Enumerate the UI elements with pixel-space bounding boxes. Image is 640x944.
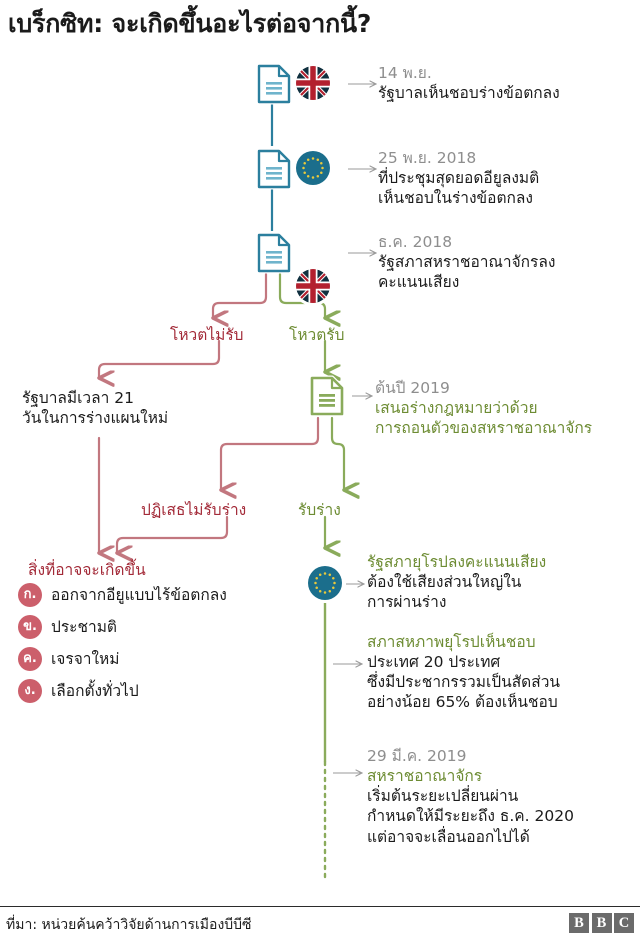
option-badge-kho2: ค. — [18, 646, 42, 671]
timeline-node-1-date: 14 พ.ย. — [378, 64, 432, 82]
left-branch-note-line-1: รัฐบาลมีเวลา 21 — [22, 389, 134, 407]
option-label-kho2: เจรจาใหม่ — [51, 650, 120, 668]
timeline-node-3-line-2: คะแนนเสียง — [378, 273, 460, 292]
list-item[interactable]: ข. ประชามติ — [18, 614, 227, 639]
timeline-node-1-document-icon — [255, 63, 293, 109]
eu-vote-line-1: ต้องใช้เสียงส่วนใหญ่ใน — [367, 573, 522, 592]
timeline-node-2-document-icon — [255, 148, 293, 194]
timeline-node-3-line-1: รัฐสภาสหราชอาณาจักรลง — [378, 253, 556, 272]
eu-flag-icon — [296, 151, 330, 185]
option-label-kho: ประชามติ — [51, 618, 117, 636]
left-branch-note: รัฐบาลมีเวลา 21 วันในการร่างแผนใหม่ — [22, 388, 168, 428]
page-title: เบร็กซิท: จะเกิดขึ้นอะไรต่อจากนี้? — [8, 9, 372, 38]
branch-label-vote-no: โหวตไม่รับ — [170, 326, 244, 344]
bbc-logo-letter-2: B — [591, 913, 612, 933]
bill-node-line-1: เสนอร่างกฎหมายว่าด้วย — [375, 399, 538, 418]
transition-line-3: แต่อาจจะเลื่อนออกไปได้ — [367, 827, 530, 846]
council-line-1: ประเทศ 20 ประเทศ — [367, 653, 501, 672]
timeline-node-2-date: 25 พ.ย. 2018 — [378, 149, 477, 167]
transition-node-text: 29 มี.ค. 2019 สหราชอาณาจักร เริ่มต้นระยะ… — [367, 746, 574, 847]
bill-document-icon-green — [308, 375, 346, 421]
left-branch-note-line-2: วันในการร่างแผนใหม่ — [22, 409, 169, 428]
branch-label-vote-yes: โหวตรับ — [289, 326, 345, 344]
uk-flag-icon — [296, 269, 330, 303]
option-badge-ngo: ง. — [18, 678, 42, 703]
option-badge-ko: ก. — [18, 582, 42, 607]
list-item[interactable]: ง. เลือกตั้งทั่วไป — [18, 678, 227, 703]
council-line-2: ซึ่งมีประชากรรวมเป็นสัดส่วน — [367, 673, 560, 692]
timeline-node-2-line-1: ที่ประชุมสุดยอดอียูลงมติ — [378, 169, 540, 188]
option-badge-kho: ข. — [18, 614, 42, 639]
bbc-logo-letter-3: C — [614, 913, 634, 933]
footer-divider — [0, 906, 640, 907]
timeline-node-3-text: ธ.ค. 2018 รัฐสภาสหราชอาณาจักรลง คะแนนเสี… — [378, 232, 555, 292]
branch-label-reject-bill: ปฏิเสธไม่รับร่าง — [141, 501, 247, 519]
outcomes-heading: สิ่งที่อาจจะเกิดขึ้น — [28, 561, 146, 579]
bill-node-line-2: การถอนตัวของสหราชอาณาจักร — [375, 419, 593, 438]
option-label-ko: ออกจากอียูแบบไร้ข้อตกลง — [51, 586, 227, 604]
timeline-node-1-text: 14 พ.ย. รัฐบาลเห็นชอบร่างข้อตกลง — [378, 63, 560, 103]
option-label-ngo: เลือกตั้งทั่วไป — [51, 682, 139, 700]
list-item[interactable]: ค. เจรจาใหม่ — [18, 646, 227, 671]
bbc-logo: B B C — [569, 913, 634, 933]
source-caption: ที่มา: หน่วยค้นคว้าวิจัยด้านการเมืองบีบี… — [6, 917, 252, 933]
outcomes-list: ก. ออกจากอียูแบบไร้ข้อตกลง ข. ประชามติ ค… — [18, 582, 227, 703]
eu-vote-node-text: รัฐสภายุโรปลงคะแนนเสียง ต้องใช้เสียงส่วน… — [367, 552, 546, 612]
uk-flag-icon — [296, 66, 330, 100]
eu-flag-icon — [308, 566, 342, 600]
transition-line-1: เริ่มต้นระยะเปลี่ยนผ่าน — [367, 787, 519, 806]
timeline-node-2-text: 25 พ.ย. 2018 ที่ประชุมสุดยอดอียูลงมติ เห… — [378, 148, 539, 208]
transition-date: 29 มี.ค. 2019 — [367, 747, 467, 765]
list-item[interactable]: ก. ออกจากอียูแบบไร้ข้อตกลง — [18, 582, 227, 607]
transition-line-2: กำหนดให้มีระยะถึง ธ.ค. 2020 — [367, 807, 574, 826]
transition-heading: สหราชอาณาจักร — [367, 767, 483, 786]
bill-node-text: ต้นปี 2019 เสนอร่างกฎหมายว่าด้วย การถอนต… — [375, 378, 592, 438]
eu-vote-heading: รัฐสภายุโรปลงคะแนนเสียง — [367, 553, 547, 571]
branch-label-accept-bill: รับร่าง — [298, 501, 341, 519]
council-heading: สภาสหภาพยุโรปเห็นชอบ — [367, 633, 536, 651]
timeline-node-2-line-2: เห็นชอบในร่างข้อตกลง — [378, 189, 533, 208]
bill-node-date: ต้นปี 2019 — [375, 379, 450, 397]
council-line-3: อย่างน้อย 65% ต้องเห็นชอบ — [367, 693, 558, 712]
timeline-node-1-line-1: รัฐบาลเห็นชอบร่างข้อตกลง — [378, 84, 560, 103]
timeline-node-3-date: ธ.ค. 2018 — [378, 233, 453, 251]
council-node-text: สภาสหภาพยุโรปเห็นชอบ ประเทศ 20 ประเทศ ซึ… — [367, 632, 560, 713]
bbc-logo-letter-1: B — [569, 913, 589, 933]
eu-vote-line-2: การผ่านร่าง — [367, 593, 447, 612]
timeline-node-3-document-icon — [255, 232, 293, 278]
